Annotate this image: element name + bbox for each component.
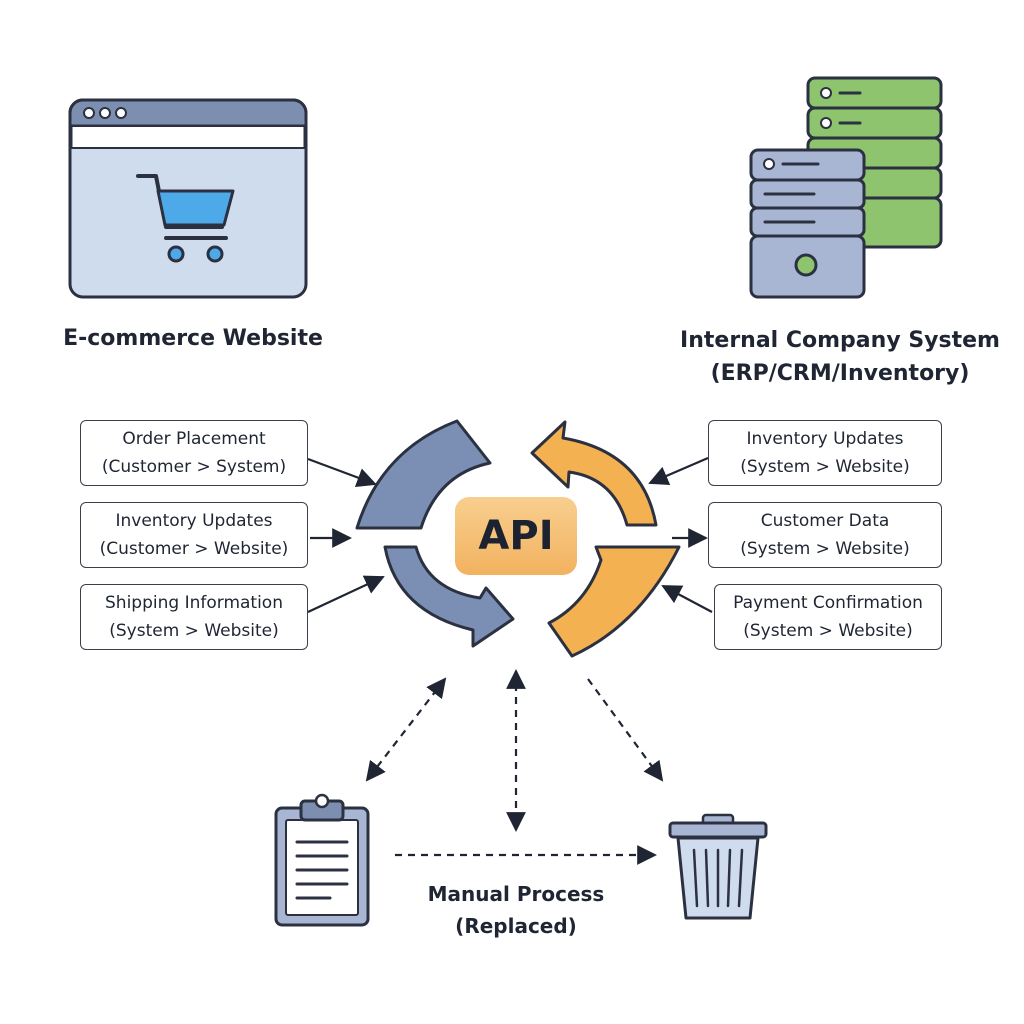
internal-system-sublabel: (ERP/CRM/Inventory): [710, 361, 970, 386]
flow-box-title: Payment Confirmation: [733, 593, 923, 613]
browser-cart-icon: [68, 98, 308, 299]
blue-server-icon: [749, 148, 866, 299]
flow-box-title: Customer Data: [760, 511, 890, 531]
orange-arc-arrow-bottom: [547, 545, 681, 658]
dashed-arrow-left: [365, 677, 447, 782]
arrow-payment-confirmation: [661, 585, 713, 613]
flow-box-direction: (Customer > System): [101, 457, 287, 477]
blue-arc-arrow-top: [355, 419, 492, 530]
flow-box-title: Order Placement: [122, 429, 266, 449]
manual-process-caption: Manual Process (Replaced): [396, 878, 636, 942]
flow-box-title: Inventory Updates: [115, 511, 273, 531]
server-stack-icon: [749, 76, 943, 299]
arrow-shipping-info: [307, 575, 385, 613]
flow-box-direction: (System > Website): [743, 621, 913, 641]
blue-arc-arrow-bottom: [383, 545, 515, 648]
dashed-arrow-right: [587, 678, 664, 782]
flow-box-direction: (System > Website): [740, 539, 910, 559]
flow-box-customer-data: Customer Data (System > Website): [708, 502, 942, 568]
flow-box-inventory-updates-customer: Inventory Updates (Customer > Website): [80, 502, 308, 568]
connector-arrows: [307, 456, 713, 613]
manual-process-sublabel: (Replaced): [455, 914, 577, 938]
arrow-order-placement: [307, 457, 377, 488]
clipboard-icon: [274, 793, 370, 927]
orange-arc-arrow-top: [530, 420, 658, 527]
trash-can-icon: [668, 813, 768, 920]
flow-box-inventory-updates-system: Inventory Updates (System > Website): [708, 420, 942, 486]
ecommerce-label: E-commerce Website: [63, 326, 323, 351]
flow-box-direction: (Customer > Website): [99, 539, 289, 559]
manual-process-label: Manual Process: [427, 882, 605, 906]
flow-box-shipping-information: Shipping Information (System > Website): [80, 584, 308, 650]
shopping-cart-icon: [136, 174, 235, 263]
api-badge: API: [455, 497, 577, 575]
flow-box-title: Inventory Updates: [746, 429, 904, 449]
flow-box-payment-confirmation: Payment Confirmation (System > Website): [714, 584, 942, 650]
flow-box-title: Shipping Information: [105, 593, 283, 613]
internal-system-title: Internal Company System (ERP/CRM/Invento…: [680, 324, 1000, 390]
dashed-arrows: [365, 669, 664, 865]
flow-box-direction: (System > Website): [109, 621, 279, 641]
arrow-inventory-system: [648, 456, 709, 486]
ecommerce-title: E-commerce Website: [60, 324, 326, 354]
api-label: API: [478, 513, 554, 559]
flow-box-direction: (System > Website): [740, 457, 910, 477]
internal-system-label: Internal Company System: [680, 328, 1000, 353]
flow-box-order-placement: Order Placement (Customer > System): [80, 420, 308, 486]
